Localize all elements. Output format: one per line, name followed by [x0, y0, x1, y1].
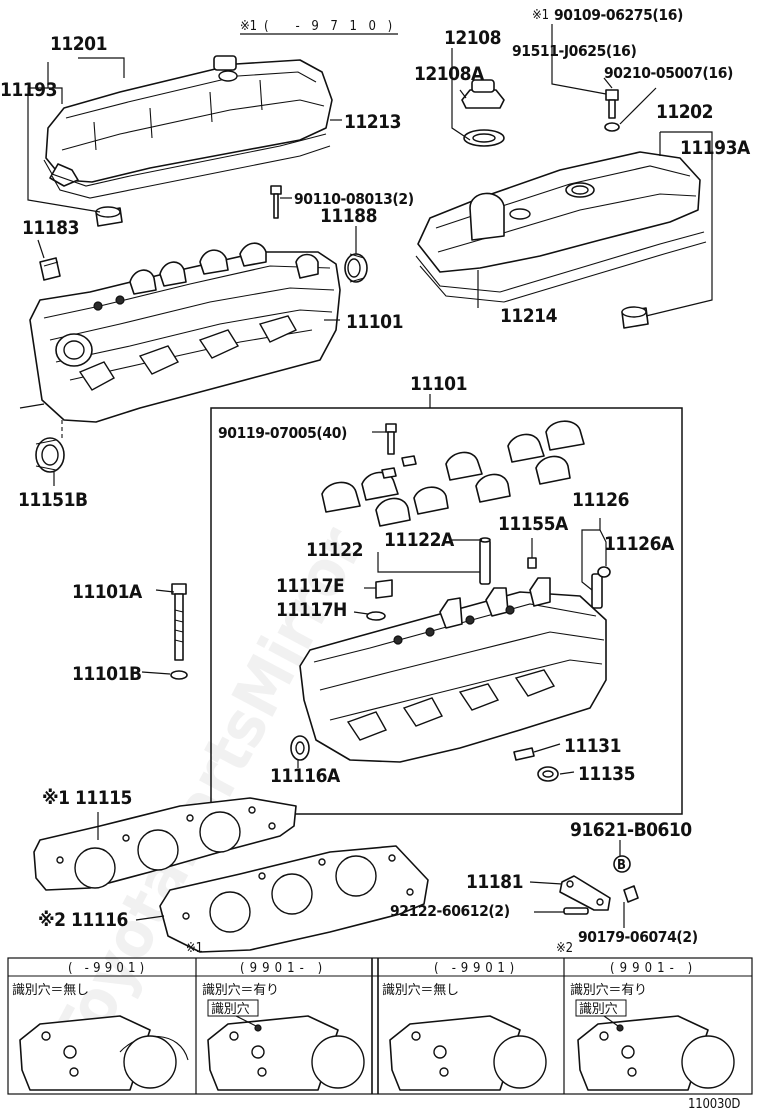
leader-lines — [19, 24, 713, 928]
mark-90109: ※1 — [532, 8, 549, 23]
grommet-11183 — [95, 206, 123, 227]
label-11101-top: 11101 — [346, 311, 403, 333]
legend-mark-2: ※2 — [556, 941, 573, 956]
bearing-caps — [321, 420, 585, 527]
valve-cover-left — [43, 55, 333, 199]
legend-sketch-2 — [207, 1015, 365, 1091]
legend-text-1: 識別穴＝無し — [12, 983, 89, 998]
label-11122: 11122 — [306, 539, 363, 561]
oil-seal-11188 — [344, 253, 368, 283]
label-11101-box: 11101 — [410, 373, 467, 395]
label-11131: 11131 — [564, 735, 621, 757]
label-11135: 11135 — [578, 763, 635, 785]
label-90210: 90210-05007(16) — [604, 64, 733, 82]
cylinder-head-exploded — [299, 577, 607, 763]
legend-text-3: 識別穴＝無し — [382, 983, 459, 998]
legend-range-1: ( -9901) — [68, 961, 144, 976]
label-11202: 11202 — [656, 101, 713, 123]
label-11183: 11183 — [22, 217, 79, 239]
gasket-11116 — [159, 845, 429, 953]
label-11116: ※2 11116 — [38, 909, 128, 931]
note-top-range: ( -9710) — [264, 19, 392, 34]
figure-code: 110030D — [688, 1097, 740, 1112]
label-92122: 92122-60612(2) — [390, 902, 510, 920]
label-91621: 91621-B0610 — [570, 819, 692, 841]
label-12108: 12108 — [444, 27, 501, 49]
label-11193: 11193 — [0, 79, 57, 101]
oil-filler-cap — [461, 79, 505, 147]
head-bolt — [170, 583, 188, 680]
label-91511: 91511-J0625(16) — [512, 42, 636, 60]
label-11214: 11214 — [500, 305, 558, 327]
valve-guides — [366, 537, 491, 621]
label-90110: 90110-08013(2) — [294, 190, 414, 208]
label-11122A: 11122A — [384, 529, 455, 551]
exploded-box — [210, 407, 683, 815]
legend: ※1 ※2 ( -9901) 識別穴＝無し (9901- ) 識別穴＝有り 識別… — [7, 941, 753, 1095]
oil-seal-11151B — [35, 437, 65, 473]
legend-tag-4: 識別穴 — [579, 1002, 618, 1017]
legend-sketch-1 — [19, 1015, 189, 1091]
pins-plugs — [527, 557, 611, 609]
legend-sketch-4 — [577, 1015, 735, 1091]
label-11201: 11201 — [50, 33, 107, 55]
gasket-11115 — [33, 797, 297, 891]
label-11188: 11188 — [320, 205, 377, 227]
legend-range-2: (9901- ) — [240, 961, 322, 976]
label-12108A: 12108A — [414, 63, 485, 85]
label-11181: 11181 — [466, 871, 523, 893]
cylinder-head-top — [29, 242, 341, 423]
legend-range-4: (9901- ) — [610, 961, 692, 976]
grommet-11193A — [621, 306, 649, 329]
bracket-11181 — [559, 855, 639, 915]
legend-range-3: ( -9901) — [434, 961, 514, 976]
head-plugs — [290, 735, 559, 782]
legend-tag-2: 識別穴 — [211, 1002, 250, 1017]
label-11126A: 11126A — [604, 533, 675, 555]
label-11155A: 11155A — [498, 513, 569, 535]
label-11101B: 11101B — [72, 663, 142, 685]
circle-b-letter: B — [617, 858, 626, 873]
legend-text-4: 識別穴＝有り — [570, 983, 647, 998]
label-90109: 90109-06275(16) — [554, 6, 683, 24]
bolt-90119 — [385, 423, 397, 455]
plug-block — [39, 257, 61, 281]
valve-cover-right — [415, 151, 707, 303]
bolt-90110 — [270, 185, 282, 219]
label-11193A: 11193A — [680, 137, 751, 159]
label-11101A: 11101A — [72, 581, 143, 603]
label-90119: 90119-07005(40) — [218, 424, 347, 442]
label-11117E: 11117E — [276, 575, 344, 597]
legend-text-2: 識別穴＝有り — [202, 983, 279, 998]
note-top-prefix: ※1 — [240, 19, 257, 34]
legend-mark-1: ※1 — [186, 941, 203, 956]
label-90179: 90179-06074(2) — [578, 928, 698, 946]
label-11213: 11213 — [344, 111, 401, 133]
label-11117H: 11117H — [276, 599, 347, 621]
label-11151B: 11151B — [18, 489, 88, 511]
label-11126: 11126 — [572, 489, 629, 511]
label-11115: ※1 11115 — [42, 787, 132, 809]
legend-sketch-3 — [389, 1015, 547, 1091]
bolt-90109 — [604, 89, 620, 132]
label-11116A: 11116A — [270, 765, 341, 787]
